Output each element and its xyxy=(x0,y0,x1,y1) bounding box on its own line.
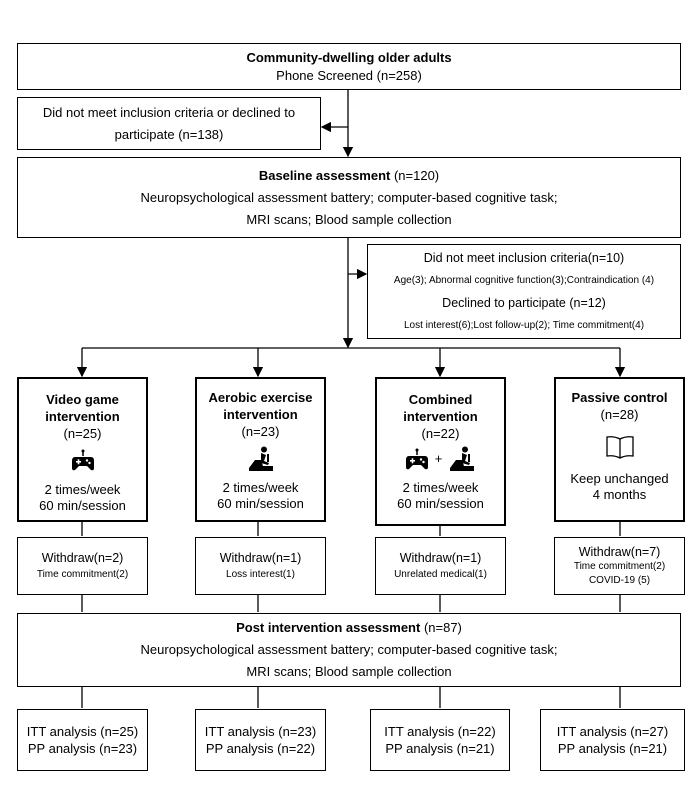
pp1: PP analysis (n=23) xyxy=(27,741,138,756)
arm2-dur: 60 min/session xyxy=(217,496,304,511)
baseline-box: Baseline assessment (n=120) Neuropsychol… xyxy=(17,157,681,238)
excluded-box-2: Did not meet inclusion criteria(n=10) Ag… xyxy=(367,244,681,339)
analysis-box-aerobic: ITT analysis (n=23) PP analysis (n=22) xyxy=(195,709,326,771)
post-assessment-box: Post intervention assessment (n=87) Neur… xyxy=(17,613,681,687)
pp2: PP analysis (n=22) xyxy=(205,741,316,756)
arm1-title1: Video game xyxy=(46,392,119,407)
withdraw4-reason1: Time commitment(2) xyxy=(573,560,666,572)
withdraw1-reason: Time commitment(2) xyxy=(36,568,129,580)
excluded1-line2: participate (n=138) xyxy=(114,126,224,142)
arm2-freq: 2 times/week xyxy=(222,480,299,495)
arm1-n: (n=25) xyxy=(63,426,102,441)
arm3-freq: 2 times/week xyxy=(402,480,479,495)
analysis-box-combined: ITT analysis (n=22) PP analysis (n=21) xyxy=(370,709,510,771)
baseline-line2: MRI scans; Blood sample collection xyxy=(246,211,452,227)
arm1-freq: 2 times/week xyxy=(44,482,121,497)
post-title: Post intervention assessment xyxy=(236,620,421,635)
screening-subtitle: Phone Screened (n=258) xyxy=(276,67,422,83)
arm3-n: (n=22) xyxy=(421,426,460,441)
post-count: (n=87) xyxy=(420,620,462,635)
exercise-bike-icon xyxy=(448,446,476,472)
arm3-title2: intervention xyxy=(403,409,478,424)
arm4-title1: Passive control xyxy=(571,390,668,405)
baseline-count: (n=120) xyxy=(390,167,440,183)
exercise-bike-icon xyxy=(247,446,275,472)
analysis-box-video-game: ITT analysis (n=25) PP analysis (n=23) xyxy=(17,709,148,771)
arm-video-game-box: Video game intervention (n=25) 2 times/w… xyxy=(17,377,148,522)
arm2-n: (n=23) xyxy=(241,424,280,439)
withdraw-box-passive: Withdraw(n=7) Time commitment(2) COVID-1… xyxy=(554,537,685,595)
plus-sign: + xyxy=(434,451,443,466)
screening-title: Community-dwelling older adults xyxy=(246,49,452,65)
withdraw3: Withdraw(n=1) xyxy=(399,550,482,565)
itt2: ITT analysis (n=23) xyxy=(204,724,317,739)
arm4-dur: 4 months xyxy=(592,487,647,502)
baseline-line1: Neuropsychological assessment battery; c… xyxy=(140,189,558,205)
withdraw4-reason2: COVID-19 (5) xyxy=(588,574,651,586)
analysis-box-passive: ITT analysis (n=27) PP analysis (n=21) xyxy=(540,709,685,771)
pp4: PP analysis (n=21) xyxy=(557,741,668,756)
arm2-title2: intervention xyxy=(223,407,298,422)
book-icon xyxy=(605,435,635,459)
excluded2-line4: Lost interest(6);Lost follow-up(2); Time… xyxy=(403,319,645,331)
itt1: ITT analysis (n=25) xyxy=(26,724,139,739)
excluded-box-1: Did not meet inclusion criteria or decli… xyxy=(17,97,321,150)
arm3-title1: Combined xyxy=(408,392,473,407)
arm1-title2: intervention xyxy=(45,409,120,424)
excluded1-line1: Did not meet inclusion criteria or decli… xyxy=(42,104,296,120)
itt3: ITT analysis (n=22) xyxy=(384,724,496,739)
withdraw2: Withdraw(n=1) xyxy=(219,550,302,565)
screening-box: Community-dwelling older adults Phone Sc… xyxy=(17,43,681,90)
arm-passive-control-box: Passive control (n=28) Keep unchanged 4 … xyxy=(554,377,685,522)
itt4: ITT analysis (n=27) xyxy=(556,724,669,739)
excluded2-line1: Did not meet inclusion criteria(n=10) xyxy=(423,250,625,265)
withdraw-box-aerobic: Withdraw(n=1) Loss interest(1) xyxy=(195,537,326,595)
arm-combined-box: Combined intervention (n=22) + 2 times/w… xyxy=(375,377,506,526)
post-line1: Neuropsychological assessment battery; c… xyxy=(140,642,558,657)
withdraw-box-combined: Withdraw(n=1) Unrelated medical(1) xyxy=(375,537,506,595)
arm2-title1: Aerobic exercise xyxy=(208,390,313,405)
arm-aerobic-box: Aerobic exercise intervention (n=23) 2 t… xyxy=(195,377,326,522)
excluded2-line3: Declined to participate (n=12) xyxy=(442,295,606,310)
post-line2: MRI scans; Blood sample collection xyxy=(246,664,452,679)
baseline-title: Baseline assessment xyxy=(258,167,391,183)
gamepad-icon xyxy=(71,448,95,472)
combined-icons: + xyxy=(405,446,477,472)
withdraw4: Withdraw(n=7) xyxy=(578,544,661,559)
gamepad-icon xyxy=(405,447,429,471)
withdraw1: Withdraw(n=2) xyxy=(41,550,124,565)
arm3-dur: 60 min/session xyxy=(397,496,484,511)
arm4-n: (n=28) xyxy=(600,407,639,422)
withdraw3-reason: Unrelated medical(1) xyxy=(394,568,487,580)
withdraw2-reason: Loss interest(1) xyxy=(226,568,295,580)
arm4-freq: Keep unchanged xyxy=(570,471,669,486)
excluded2-line2: Age(3); Abnormal cognitive function(3);C… xyxy=(393,274,655,286)
withdraw-box-video-game: Withdraw(n=2) Time commitment(2) xyxy=(17,537,148,595)
arm1-dur: 60 min/session xyxy=(39,498,126,513)
pp3: PP analysis (n=21) xyxy=(385,741,495,756)
